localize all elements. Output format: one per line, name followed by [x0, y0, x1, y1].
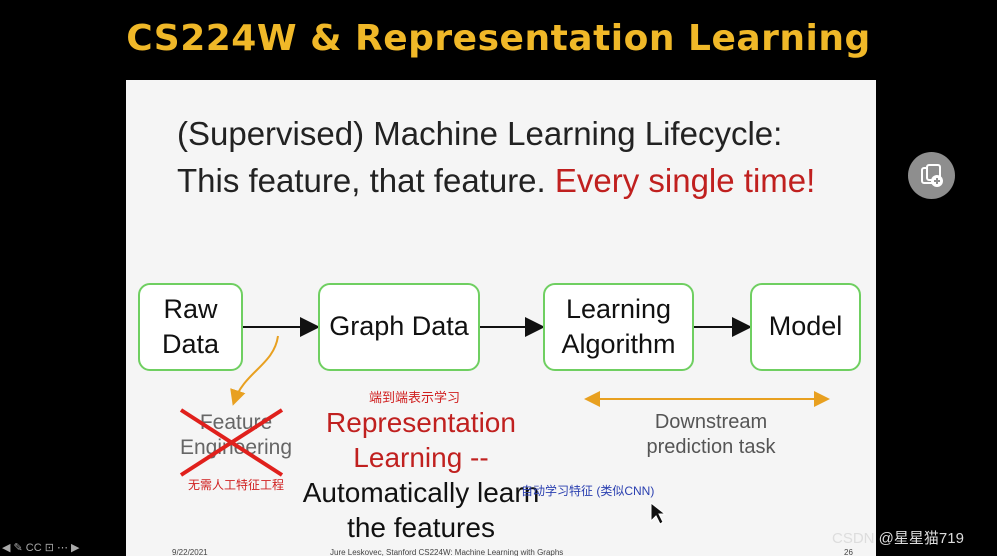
- player-controls[interactable]: ◀ ✎ CC ⊡ ⋯ ▶: [2, 542, 80, 554]
- downstream-label: Downstream prediction task: [646, 411, 776, 458]
- footer-date: 9/22/2021: [172, 548, 208, 556]
- footer-credit: Jure Leskovec, Stanford CS224W: Machine …: [330, 548, 564, 556]
- footer-page: 26: [844, 548, 853, 556]
- raw-data-box: Raw Data: [138, 283, 243, 371]
- graph-data-box: Graph Data: [318, 283, 480, 371]
- heading-line2-emphasis: Every single time!: [554, 162, 816, 199]
- representation-learning-label: Representation Learning --: [326, 407, 516, 473]
- slide-heading-line2: This feature, that feature. Every single…: [177, 162, 815, 200]
- copy-plus-icon: [920, 163, 943, 187]
- automatically-learn-label: Automatically learn the features: [302, 477, 540, 543]
- slide-heading-line1: (Supervised) Machine Learning Lifecycle:: [177, 115, 783, 152]
- video-title: CS224W & Representation Learning: [126, 18, 871, 59]
- handwritten-auto-learn: 自动学习特征 (类似CNN): [521, 484, 655, 498]
- heading-line2-text: This feature, that feature.: [177, 162, 555, 199]
- handwritten-no-manual: 无需人工特征工程: [188, 478, 285, 492]
- slide: (Supervised) Machine Learning Lifecycle:…: [126, 80, 876, 556]
- csdn-watermark: CSDN @星星猫719: [832, 530, 964, 547]
- model-box: Model: [750, 283, 861, 371]
- add-to-collection-button[interactable]: [908, 152, 955, 199]
- feature-engineering-label: Feature Engineering: [179, 411, 293, 460]
- handwritten-end-to-end: 端到端表示学习: [369, 390, 461, 405]
- learning-algorithm-box: Learning Algorithm: [543, 283, 694, 371]
